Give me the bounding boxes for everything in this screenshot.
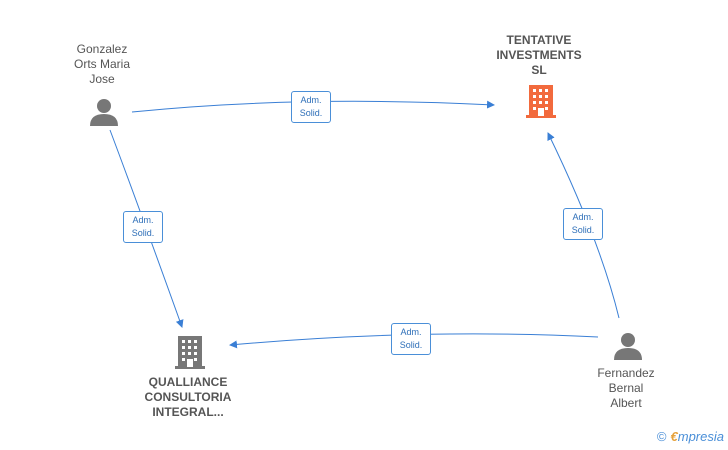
person-label-fernandez: Fernandez Bernal Albert: [597, 366, 655, 410]
edge-label-line1: Adm.: [572, 212, 594, 222]
edge-label-line1: Adm.: [132, 215, 154, 225]
edge-label-badge[interactable]: Adm. Solid.: [391, 323, 431, 355]
empresia-logo-e: €: [670, 429, 678, 444]
empresia-logo-text: mpresia: [677, 429, 724, 444]
edge-label-line2: Solid.: [571, 225, 595, 235]
edge-label-line2: Solid.: [299, 108, 323, 118]
person-icon[interactable]: [613, 331, 643, 361]
edge-label-badge[interactable]: Adm. Solid.: [123, 211, 163, 243]
edge-label-line1: Adm.: [300, 95, 322, 105]
empresia-watermark: ©€mpresia: [657, 429, 724, 444]
edge-label-badge[interactable]: Adm. Solid.: [291, 91, 331, 123]
copyright-symbol: ©: [656, 429, 667, 444]
person-icon[interactable]: [89, 97, 119, 127]
edge-label-line1: Adm.: [400, 327, 422, 337]
edge-label-line2: Solid.: [399, 340, 423, 350]
company-label-tentative: TENTATIVE INVESTMENTS SL: [496, 33, 582, 77]
company-building-icon[interactable]: [525, 83, 557, 119]
edge-label-line2: Solid.: [131, 228, 155, 238]
edge-label-badge[interactable]: Adm. Solid.: [563, 208, 603, 240]
company-building-icon[interactable]: [174, 334, 206, 370]
person-label-gonzalez: Gonzalez Orts Maria Jose: [73, 42, 130, 86]
company-label-qualliance: QUALLIANCE CONSULTORIA INTEGRAL...: [144, 375, 232, 419]
